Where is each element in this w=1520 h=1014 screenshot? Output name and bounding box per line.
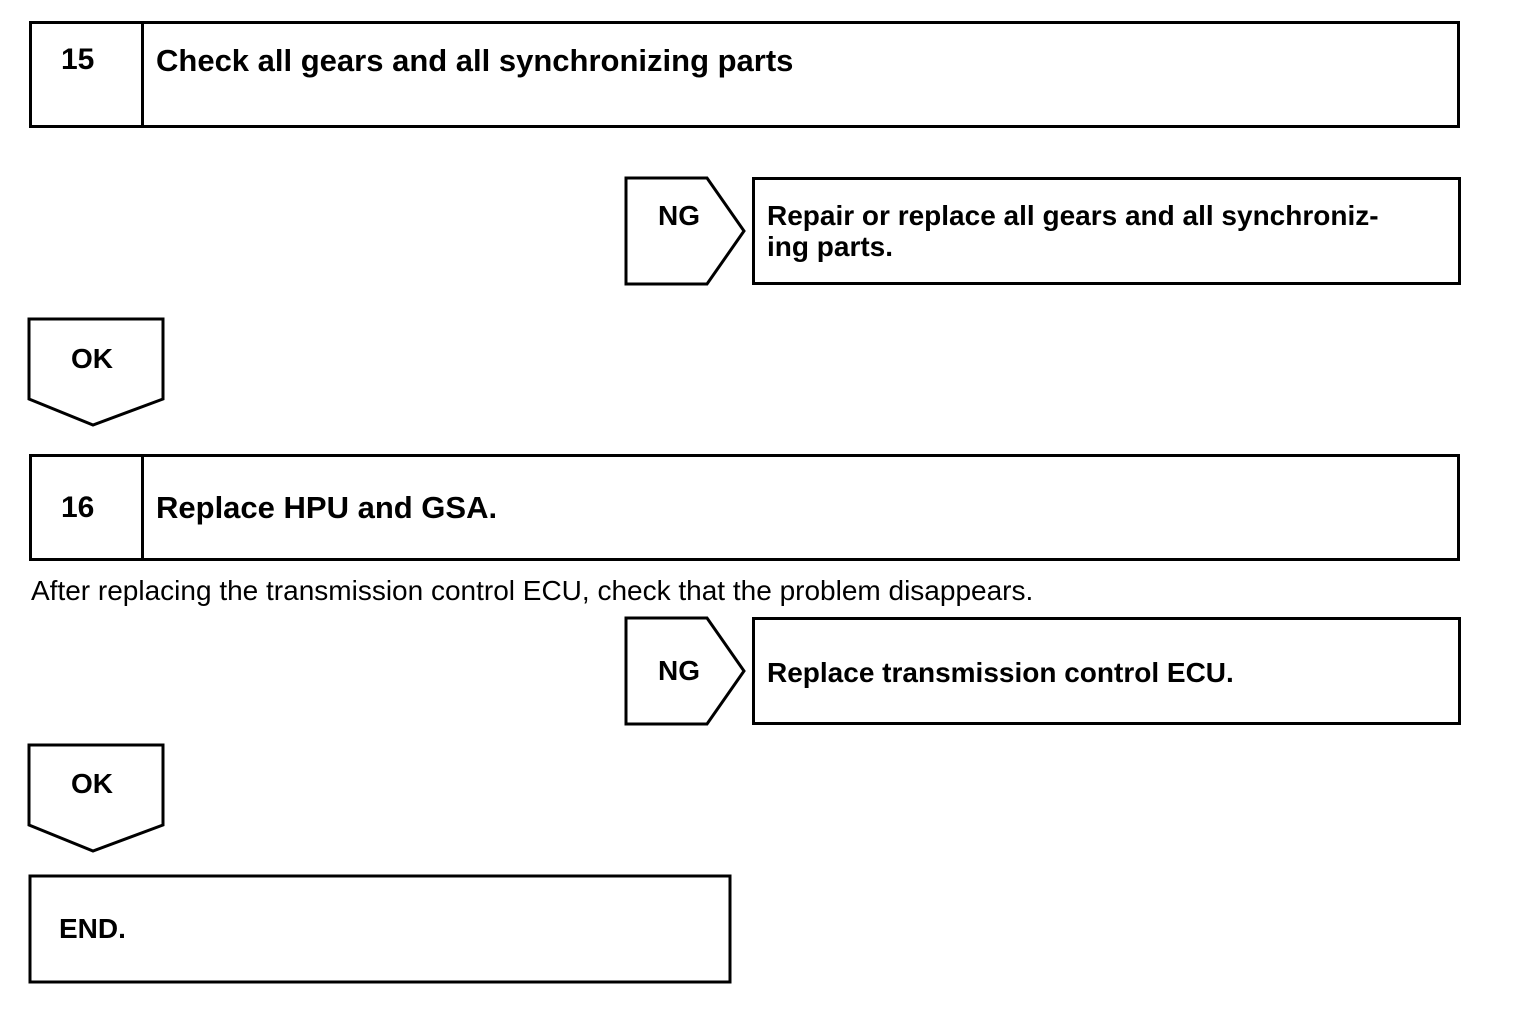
ng-arrow-shape-1 xyxy=(624,176,746,286)
step-15-title: Check all gears and all synchronizing pa… xyxy=(156,43,794,78)
step-16-note: After replacing the transmission control… xyxy=(31,575,1034,606)
ng-action-box-1: Repair or replace all gears and all sync… xyxy=(752,177,1461,285)
end-label: END. xyxy=(59,913,126,944)
ok-arrow-shape-2 xyxy=(27,743,165,853)
step-15-box: 15 Check all gears and all synchronizing… xyxy=(29,21,1460,128)
ng-label-2: NG xyxy=(658,655,700,686)
ok-label-2: OK xyxy=(71,768,113,799)
ok-label-1: OK xyxy=(71,343,113,374)
step-15-number: 15 xyxy=(32,24,144,125)
ng-action-line: Replace transmission control ECU. xyxy=(767,657,1234,688)
ng-arrow-shape-2 xyxy=(624,616,746,726)
ng-action-line: ing parts. xyxy=(767,231,894,262)
step-16-number: 16 xyxy=(32,457,144,558)
step-16-title: Replace HPU and GSA. xyxy=(156,490,498,525)
end-box-shape xyxy=(28,874,732,984)
step-16-box: 16 Replace HPU and GSA. xyxy=(29,454,1460,561)
ng-action-line: Repair or replace all gears and all sync… xyxy=(767,200,1379,231)
ng-action-box-2: Replace transmission control ECU. xyxy=(752,617,1461,725)
ok-arrow-shape-1 xyxy=(27,317,165,427)
ng-label-1: NG xyxy=(658,200,700,231)
